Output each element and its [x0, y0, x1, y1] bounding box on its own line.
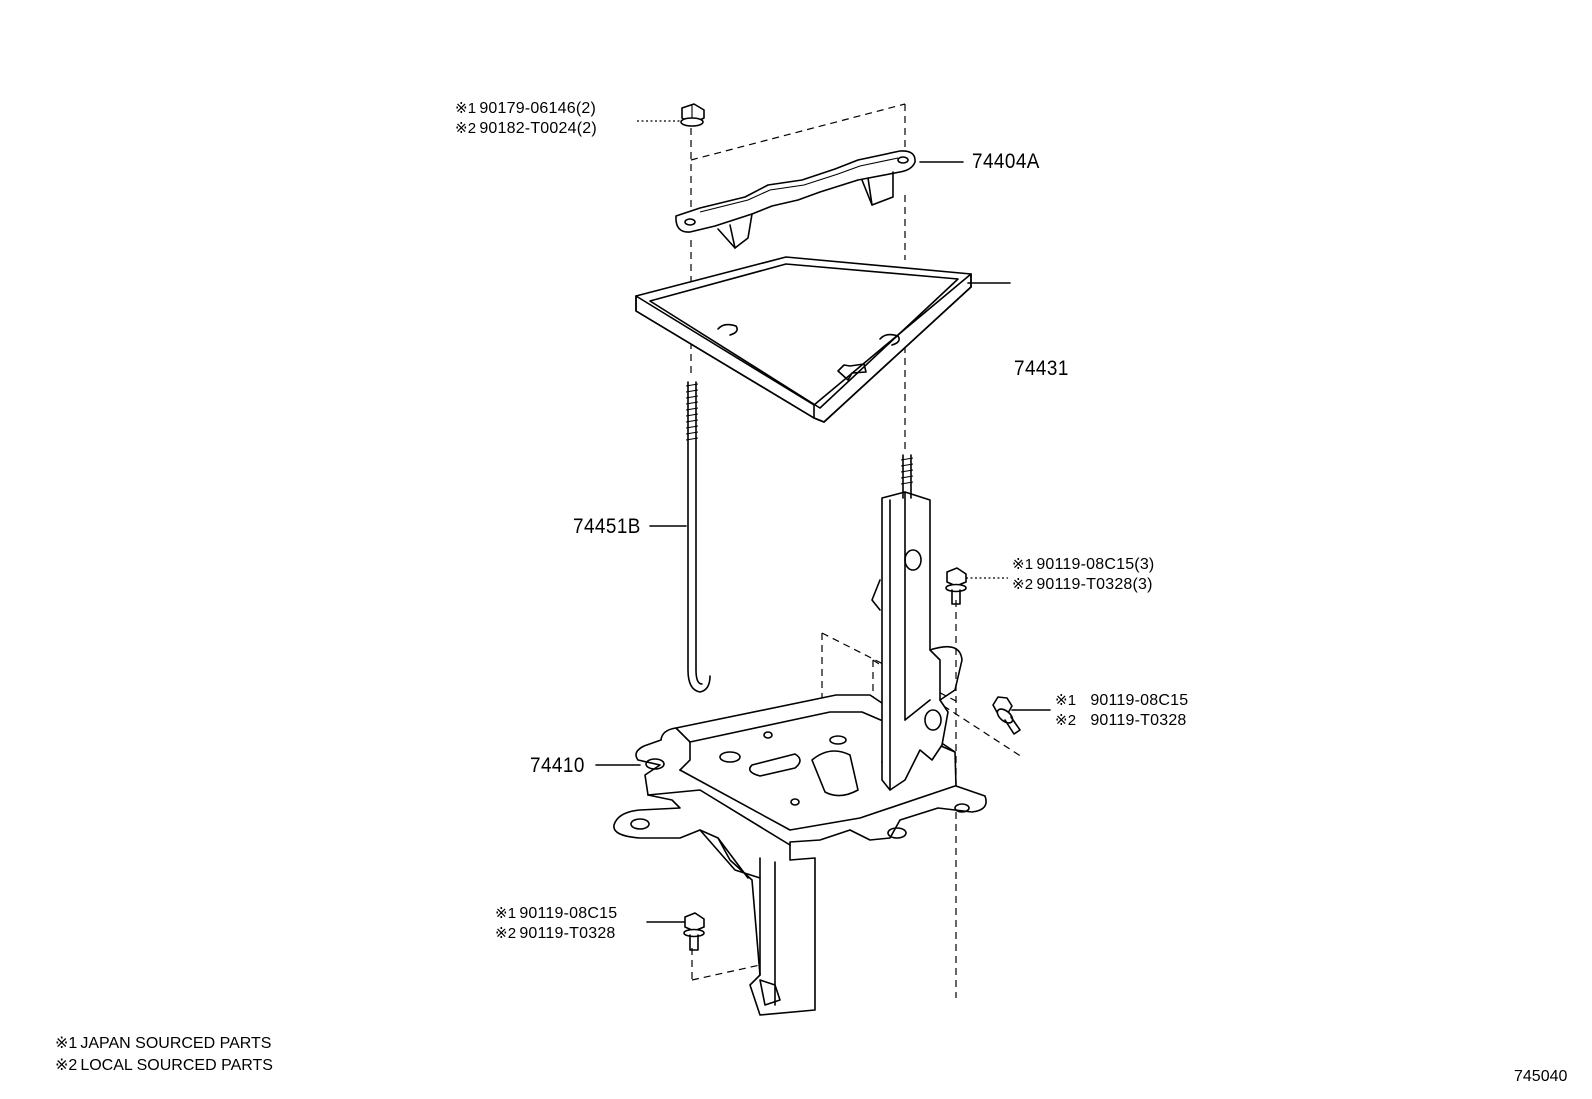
battery-tray-74431	[635, 256, 972, 423]
part-label-74410: 74410	[530, 754, 585, 777]
bolt-right-upper	[945, 567, 967, 605]
bolt-right-lower	[992, 696, 1021, 735]
part-label-74431: 74431	[1014, 357, 1069, 380]
hold-down-bracket-74404a	[675, 150, 916, 249]
leader-lines	[595, 120, 1051, 923]
top-nut	[680, 103, 705, 127]
part-label-74404a: 74404A	[972, 150, 1040, 173]
support-bracket	[871, 454, 963, 791]
hold-down-rod-74451b	[685, 381, 711, 693]
bolt-bottom	[683, 912, 705, 951]
illustration-number: 745040	[1514, 1068, 1568, 1085]
part-label-74451b: 74451B	[573, 515, 641, 538]
